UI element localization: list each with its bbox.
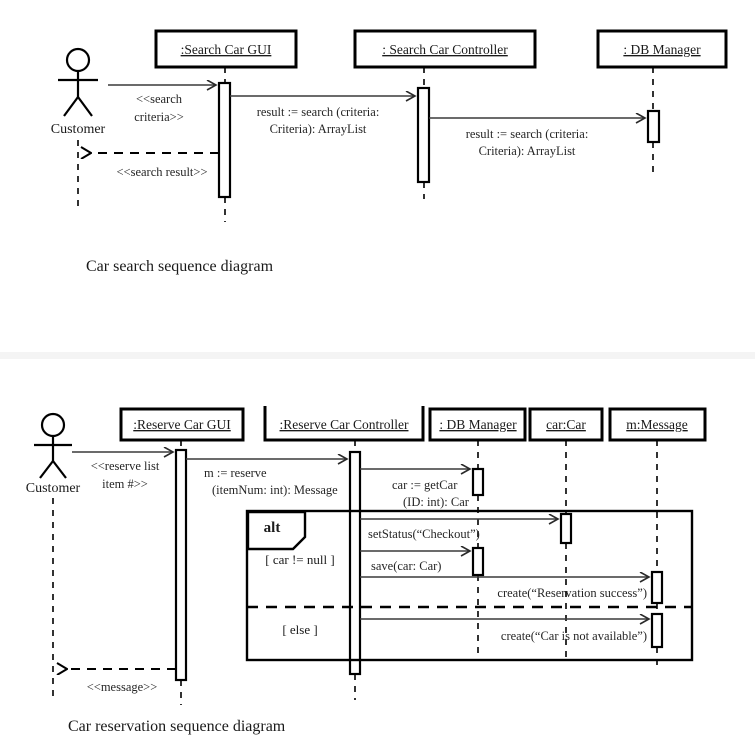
- actor-label-customer: Customer: [51, 122, 106, 137]
- participant-db-manager-d1[interactable]: : DB Manager: [596, 29, 728, 178]
- participant-label-search-car-controller: : Search Car Controller: [382, 42, 508, 57]
- message-label-search-result: <<search result>>: [116, 165, 207, 179]
- message-label-search-criteria-l1: <<search: [136, 92, 183, 106]
- activation-car-car-setstatus: [559, 512, 573, 545]
- fragment-operator-tab: [246, 510, 307, 551]
- participant-box-m-message[interactable]: [608, 407, 707, 442]
- message-label-reserve-l2: (itemNum: int): Message: [212, 483, 338, 497]
- message-label-create-success: create(“Reservation success”): [497, 586, 647, 600]
- participant-reserve-car-controller[interactable]: :Reserve Car Controller: [263, 406, 425, 700]
- participant-m-message[interactable]: m:Message: [608, 407, 707, 668]
- message-label-reserve-list-item-l1: <<reserve list: [91, 459, 160, 473]
- message-label-reserve-list-item-l2: item #>>: [102, 477, 148, 491]
- message-label-gui-to-controller-l1: result := search (criteria:: [257, 105, 380, 119]
- message-label-controller-to-db-l2: Criteria): ArrayList: [479, 144, 576, 158]
- message-search-result: <<search result>>: [90, 153, 219, 179]
- activation-reserve-car-gui: [174, 448, 188, 682]
- participant-car-car[interactable]: car:Car: [528, 407, 604, 660]
- message-label-search-criteria-l2: criteria>>: [134, 110, 184, 124]
- message-controller-to-db: result := search (criteria: Criteria): A…: [429, 118, 644, 158]
- activation-search-car-gui: [217, 81, 232, 199]
- message-search-gui-to-controller: result := search (criteria: Criteria): A…: [230, 96, 414, 136]
- message-create-success: create(“Reservation success”): [360, 577, 648, 600]
- activation-db-manager-getcar: [471, 467, 485, 497]
- message-create-unavailable: create(“Car is not available”): [360, 619, 648, 643]
- message-reserve-list-item: <<reserve list item #>>: [72, 452, 172, 491]
- message-label-save: save(car: Car): [371, 559, 441, 573]
- participant-label-m-message: m:Message: [626, 417, 688, 432]
- combined-fragment-alt: alt [ car != null ] [ else ]: [245, 509, 694, 662]
- activation-m-message-unavailable: [650, 612, 664, 649]
- participant-label-db-manager: : DB Manager: [623, 42, 701, 57]
- message-set-status: setStatus(“Checkout”): [360, 519, 557, 541]
- participant-box-reserve-car-controller[interactable]: [263, 406, 425, 442]
- message-reserve: m := reserve (itemNum: int): Message: [186, 459, 346, 497]
- caption-car-search-diagram: Car search sequence diagram: [86, 258, 274, 275]
- participant-box-car-car[interactable]: [528, 407, 604, 442]
- participant-box-search-car-controller[interactable]: [353, 29, 537, 69]
- fragment-guard-1: [ car != null ]: [265, 552, 334, 567]
- message-label-gui-to-controller-l2: Criteria): ArrayList: [270, 122, 367, 136]
- actor-leg-right-icon: [77, 96, 93, 117]
- actor-leg-right-icon: [52, 460, 67, 479]
- page-separator: [0, 352, 755, 359]
- participant-box-reserve-car-gui[interactable]: [119, 407, 245, 442]
- actor-label-customer: Customer: [26, 481, 81, 496]
- actor-customer-d1: Customer: [51, 47, 106, 207]
- participant-box-db-manager[interactable]: [596, 29, 728, 69]
- message-label-controller-to-db-l1: result := search (criteria:: [466, 127, 589, 141]
- message-label-get-car-l2: (ID: int): Car: [403, 495, 470, 509]
- activation-db-manager: [646, 109, 661, 144]
- participant-reserve-car-gui[interactable]: :Reserve Car GUI: [119, 407, 245, 705]
- participant-label-search-car-gui: :Search Car GUI: [181, 42, 272, 57]
- participant-label-reserve-car-gui: :Reserve Car GUI: [133, 417, 231, 432]
- message-search-criteria: <<search criteria>>: [108, 85, 215, 124]
- participant-search-car-gui[interactable]: :Search Car GUI: [154, 29, 298, 222]
- message-get-car: car := getCar (ID: int): Car: [360, 469, 470, 509]
- message-return-message: <<message>>: [66, 669, 176, 694]
- actor-leg-left-icon: [39, 460, 54, 479]
- actor-head-icon: [40, 412, 66, 438]
- fragment-frame-alt: [245, 509, 694, 662]
- message-label-reserve-l1: m := reserve: [204, 466, 267, 480]
- message-label-get-car-l1: car := getCar: [392, 478, 458, 492]
- message-label-create-unavailable: create(“Car is not available”): [501, 629, 647, 643]
- fragment-guard-2: [ else ]: [282, 622, 317, 637]
- actor-customer-d2: Customer: [26, 412, 81, 700]
- caption-car-reservation-diagram: Car reservation sequence diagram: [68, 718, 286, 735]
- participant-label-car-car: car:Car: [546, 417, 586, 432]
- message-label-set-status: setStatus(“Checkout”): [368, 527, 480, 541]
- diagram-car-reservation: Customer :Reserve Car GUI :Reserve Car C…: [26, 406, 707, 735]
- participant-box-search-car-gui[interactable]: [154, 29, 298, 69]
- actor-head-icon: [65, 47, 91, 73]
- participant-search-car-controller[interactable]: : Search Car Controller: [353, 29, 537, 199]
- participant-db-manager-d2[interactable]: : DB Manager: [428, 407, 527, 660]
- activation-reserve-car-controller: [348, 450, 362, 676]
- participant-label-db-manager: : DB Manager: [439, 417, 517, 432]
- message-label-return-message: <<message>>: [87, 680, 158, 694]
- activation-m-message-success: [650, 570, 664, 605]
- fragment-operator-label: alt: [264, 520, 281, 536]
- actor-leg-left-icon: [63, 96, 79, 117]
- activation-db-manager-save: [471, 546, 485, 577]
- activation-search-car-controller: [416, 86, 431, 184]
- message-save: save(car: Car): [360, 551, 469, 573]
- diagram-car-search: Customer :Search Car GUI : Search Car Co…: [51, 29, 728, 275]
- participant-label-reserve-car-controller: :Reserve Car Controller: [280, 417, 409, 432]
